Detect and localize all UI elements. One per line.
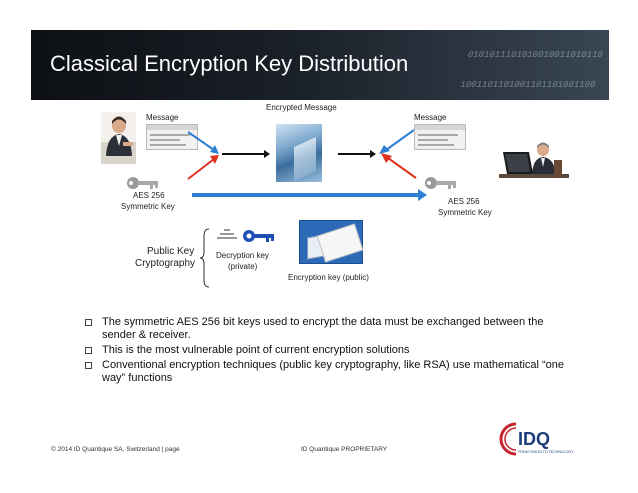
- message-right-label: Message: [414, 113, 447, 122]
- aes-right-label-line1: AES 256: [448, 197, 480, 206]
- bullet-text: Conventional encryption techniques (publ…: [102, 359, 565, 384]
- sender-person-icon: [101, 112, 136, 164]
- svg-text:FROM VISION TO TECHNOLOGY: FROM VISION TO TECHNOLOGY: [518, 450, 574, 454]
- public-key-label-line2: Cryptography: [135, 258, 196, 269]
- decryption-key-label-line1: Decryption key: [216, 251, 269, 260]
- footer-proprietary: ID Quantique PROPRIETARY: [301, 446, 388, 453]
- red-arrow-left-icon: [187, 155, 219, 180]
- message-left-document: [146, 124, 198, 150]
- bullet-text: This is the most vulnerable point of cur…: [102, 344, 410, 356]
- aes-key-left-icon: [127, 177, 158, 189]
- hazard-lines-icon: [217, 229, 237, 239]
- footer-copyright: © 2014 ID Quantique SA, Switzerland | pa…: [51, 446, 180, 453]
- slide-title: Classical Encryption Key Distribution: [50, 51, 409, 76]
- public-key-lockbox-image: [299, 220, 364, 264]
- blue-arrow-left-icon: [187, 131, 219, 154]
- aes-key-right-icon: [425, 177, 456, 189]
- bullet-list: The symmetric AES 256 bit keys used to e…: [85, 316, 565, 387]
- blue-arrow-right-icon: [379, 129, 415, 154]
- title-banner: 0101011101010010011010110 10011011010011…: [31, 30, 609, 100]
- idq-logo-icon: IDQ FROM VISION TO TECHNOLOGY: [499, 422, 574, 456]
- bullet-item: The symmetric AES 256 bit keys used to e…: [85, 316, 565, 342]
- public-key-label-line1: Public Key: [147, 246, 195, 257]
- svg-text:IDQ: IDQ: [518, 429, 550, 449]
- aes-right-label-line2: Symmetric Key: [438, 208, 492, 217]
- encryption-key-label: Encryption key (public): [288, 273, 369, 282]
- private-key-icon: [243, 230, 274, 242]
- key-distribution-arrow: [192, 189, 427, 201]
- message-left-label: Message: [146, 113, 179, 122]
- receiver-person-icon: [499, 140, 569, 188]
- encrypted-message-image: [276, 124, 322, 182]
- red-arrow-right-icon: [381, 153, 417, 179]
- brace-icon: [200, 228, 210, 288]
- checkbox-bullet-icon: [85, 362, 92, 369]
- bullet-item: Conventional encryption techniques (publ…: [85, 359, 565, 385]
- decryption-key-label-line2: (private): [228, 262, 258, 271]
- binary-row: 1001101101001101101001100: [459, 80, 597, 90]
- message-right-document: [414, 124, 466, 150]
- checkbox-bullet-icon: [85, 347, 92, 354]
- checkbox-bullet-icon: [85, 319, 92, 326]
- black-arrow-from-encrypted: [338, 150, 376, 158]
- bullet-text: The symmetric AES 256 bit keys used to e…: [102, 316, 544, 341]
- encrypted-message-label: Encrypted Message: [266, 103, 337, 112]
- bullet-item: This is the most vulnerable point of cur…: [85, 344, 565, 357]
- aes-left-label-line1: AES 256: [133, 191, 165, 200]
- black-arrow-to-encrypted: [222, 150, 270, 158]
- aes-left-label-line2: Symmetric Key: [121, 202, 175, 211]
